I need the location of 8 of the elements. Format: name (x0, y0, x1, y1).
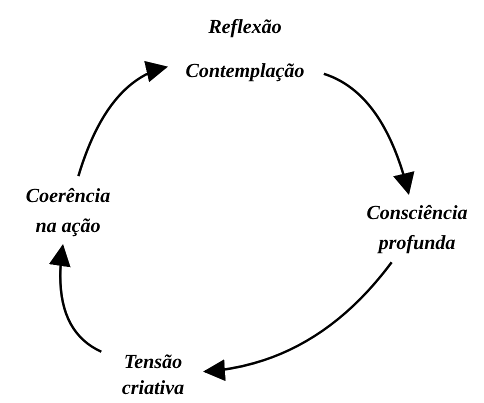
curved-arrow (203, 261, 393, 380)
cycle-stage-label: Reflexão Contemplação (184, 15, 306, 84)
cycle-stage-label: Consciência profunda (365, 201, 469, 256)
curved-arrow (49, 244, 102, 353)
curved-arrow (77, 62, 168, 177)
cycle-stage-label: Tensão criativa (120, 350, 186, 401)
cycle-stage-label: Coerência na ação (24, 184, 112, 239)
curved-arrow (323, 72, 414, 196)
